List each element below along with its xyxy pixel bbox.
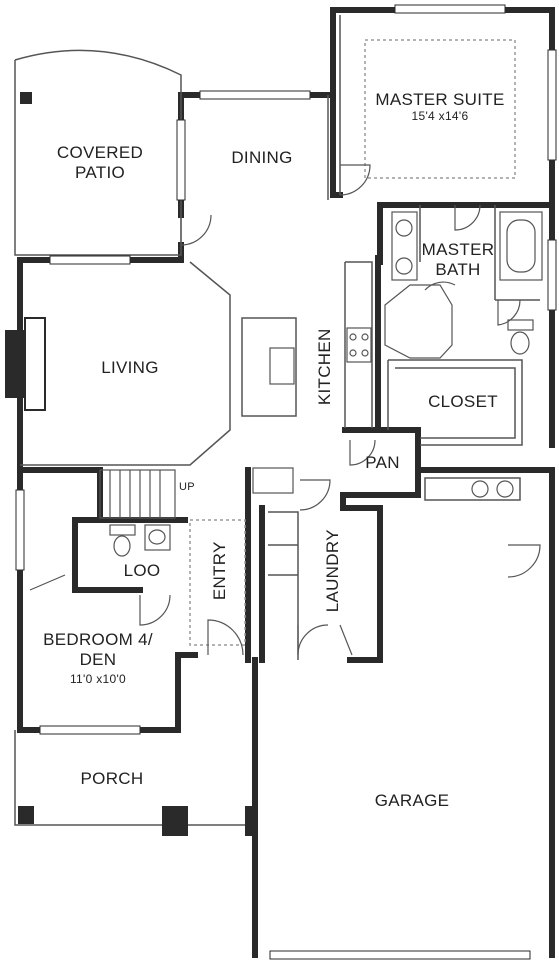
entry-dashed-area (189, 519, 246, 646)
porch-post-center (162, 806, 188, 836)
bedroom4-line2: DEN (79, 649, 117, 669)
bedroom4-label: BEDROOM 4/ DEN 11'0 x10'0 (28, 630, 168, 687)
living-angled-wall (20, 261, 231, 466)
patio-post (20, 92, 32, 104)
master-suite-wall (330, 7, 555, 448)
master-bath-fixtures (384, 211, 543, 359)
laundry-counter (268, 511, 299, 660)
dining-label: DINING (231, 148, 293, 167)
master-suite-dashed (364, 39, 516, 179)
master-suite-size: 15'4 x14'6 (411, 108, 469, 123)
bedroom4-size: 11'0 x10'0 (69, 672, 127, 687)
stove (346, 327, 372, 363)
loo-label: LOO (123, 561, 161, 580)
bedroom4-line1: BEDROOM 4/ (43, 630, 153, 649)
porch-post-left (18, 806, 34, 824)
garage-fixtures (252, 467, 514, 498)
closet-label: CLOSET (428, 392, 498, 411)
fireplace (5, 317, 46, 411)
columns (18, 92, 257, 836)
master-suite-label: MASTER SUITE 15'4 x14'6 (365, 90, 515, 123)
covered-patio-line1: COVERED (56, 143, 144, 162)
closet-inner-lines (395, 367, 516, 439)
master-bath-label: MASTER BATH (413, 240, 503, 279)
garage-counter (424, 477, 521, 501)
pantry-label: PAN (365, 453, 400, 472)
loo-fixtures (109, 524, 171, 557)
loo-walls (72, 517, 188, 593)
up-label: UP (179, 481, 195, 493)
thin-walls (14, 15, 540, 826)
garage-label: GARAGE (374, 791, 450, 810)
master-suite-name: MASTER SUITE (375, 90, 505, 109)
porch-post-right (245, 806, 257, 836)
door-swings (29, 164, 541, 656)
windows (15, 4, 557, 960)
master-bath-inner (419, 205, 540, 301)
laundry-label: LAUNDRY (323, 529, 343, 613)
living-label: LIVING (101, 358, 159, 377)
laundry-walls (340, 492, 383, 663)
porch-label: PORCH (80, 769, 144, 788)
master-bath-line1: MASTER (421, 240, 495, 259)
covered-patio-line2: PATIO (75, 162, 125, 182)
patio-outline (14, 49, 182, 256)
kitchen-label: KITCHEN (315, 328, 335, 406)
master-bath-line2: BATH (435, 259, 481, 279)
closet-bottom-wall (342, 427, 421, 498)
covered-patio-label: COVERED PATIO (40, 143, 160, 182)
kitchen-counter (344, 261, 373, 428)
stairs (99, 469, 176, 519)
closet-lines (387, 359, 523, 446)
kitchen-island (241, 317, 297, 417)
kitchen-sink (269, 347, 295, 385)
entry-label: ENTRY (210, 541, 230, 601)
